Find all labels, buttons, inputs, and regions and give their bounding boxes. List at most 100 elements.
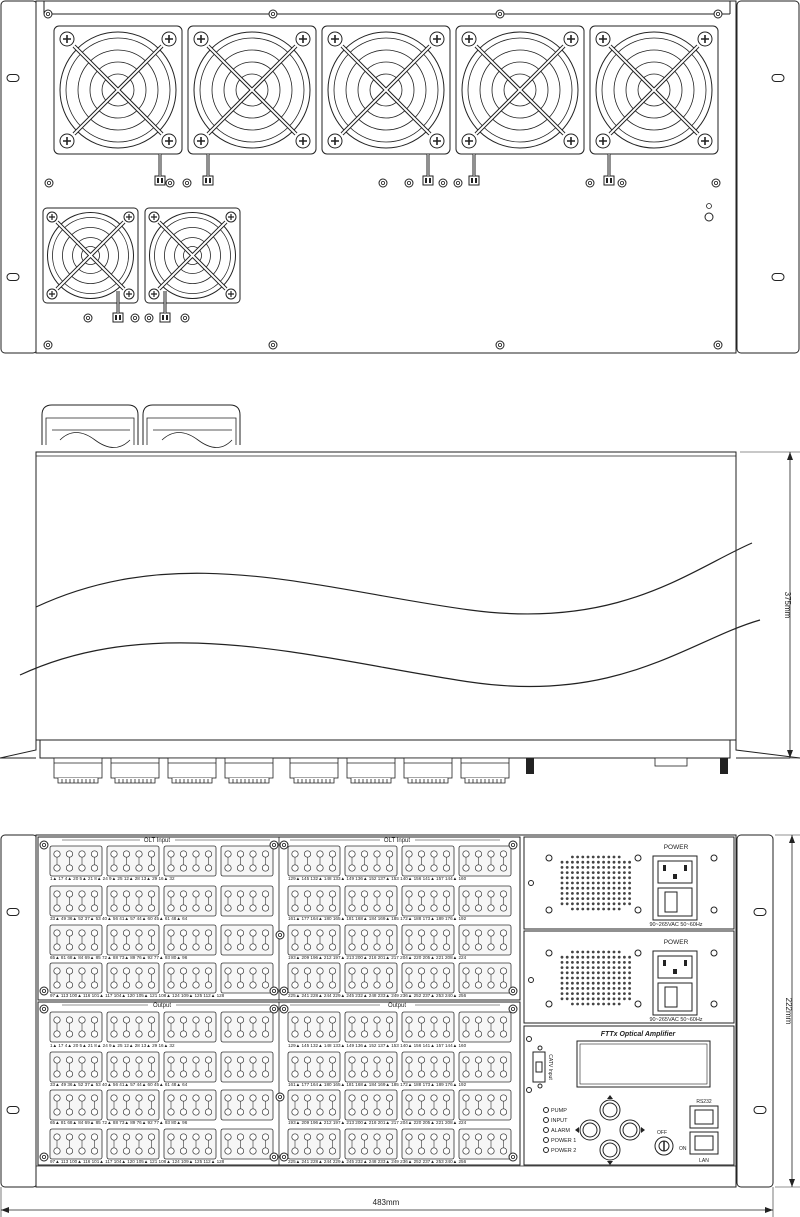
vent-hole bbox=[560, 866, 564, 869]
adapter-group[interactable] bbox=[287, 1051, 341, 1083]
adapter-group[interactable] bbox=[287, 1089, 341, 1121]
vent-hole bbox=[597, 950, 600, 954]
adapter-group[interactable] bbox=[220, 924, 274, 956]
vent-hole bbox=[602, 966, 605, 969]
adapter-group[interactable] bbox=[401, 845, 455, 877]
adapter-group[interactable] bbox=[344, 1051, 398, 1083]
adapter-group[interactable] bbox=[49, 1089, 103, 1121]
vent-hole bbox=[591, 1002, 595, 1006]
adapter-group[interactable] bbox=[344, 962, 398, 994]
adapter-group[interactable] bbox=[458, 1128, 512, 1160]
port-row: 1▲ 17 4▲ 20 5▲ 21 8▲ 24 9▲ 25 12▲ 28 13▲… bbox=[50, 876, 175, 881]
adapter-group[interactable] bbox=[458, 924, 512, 956]
vent-hole bbox=[581, 902, 585, 906]
adapter-group[interactable] bbox=[163, 962, 217, 994]
adapter-group[interactable] bbox=[287, 1011, 341, 1043]
vent-hole bbox=[597, 976, 600, 980]
adapter-group[interactable] bbox=[401, 924, 455, 956]
adapter-group[interactable] bbox=[106, 1051, 160, 1083]
vent-hole bbox=[565, 955, 569, 959]
adapter-group[interactable] bbox=[220, 1011, 274, 1043]
adapter-group[interactable] bbox=[106, 924, 160, 956]
adapter-group[interactable] bbox=[49, 1011, 103, 1043]
adapter-group[interactable] bbox=[220, 1128, 274, 1160]
device-title: FTTx Optical Amplifier bbox=[601, 1031, 677, 1038]
adapter-group[interactable] bbox=[458, 1011, 512, 1043]
adapter-group[interactable] bbox=[401, 1011, 455, 1043]
adapter-group[interactable] bbox=[163, 1128, 217, 1160]
vent-hole bbox=[602, 855, 605, 859]
adapter-group[interactable] bbox=[163, 845, 217, 877]
power-label-2: POWER bbox=[664, 939, 689, 946]
adapter-group[interactable] bbox=[344, 1089, 398, 1121]
vent-hole bbox=[597, 876, 600, 880]
adapter-group[interactable] bbox=[163, 924, 217, 956]
vent-hole bbox=[623, 987, 626, 990]
adapter-group[interactable] bbox=[401, 1089, 455, 1121]
adapter-group[interactable] bbox=[344, 885, 398, 917]
vent-hole bbox=[623, 860, 626, 864]
adapter-group[interactable] bbox=[401, 1051, 455, 1083]
vent-hole bbox=[612, 902, 616, 906]
vent-hole bbox=[628, 955, 631, 959]
adapter-group[interactable] bbox=[287, 962, 341, 994]
adapter-group[interactable] bbox=[106, 1011, 160, 1043]
adapter-group[interactable] bbox=[287, 845, 341, 877]
adapter-group[interactable] bbox=[106, 885, 160, 917]
adapter-group[interactable] bbox=[458, 962, 512, 994]
adapter-group[interactable] bbox=[106, 1128, 160, 1160]
adapter-group[interactable] bbox=[49, 1128, 103, 1160]
adapter-group[interactable] bbox=[163, 1051, 217, 1083]
adapter-group[interactable] bbox=[220, 962, 274, 994]
adapter-group[interactable] bbox=[49, 924, 103, 956]
adapter-group[interactable] bbox=[106, 845, 160, 877]
adapter-group[interactable] bbox=[220, 885, 274, 917]
vent-hole bbox=[565, 971, 569, 975]
vent-hole bbox=[591, 971, 595, 975]
vent-hole bbox=[628, 860, 631, 864]
adapter-group[interactable] bbox=[344, 1128, 398, 1160]
adapter-group[interactable] bbox=[344, 1011, 398, 1043]
vent-hole bbox=[591, 881, 595, 885]
vent-hole bbox=[565, 961, 569, 964]
adapter-group[interactable] bbox=[49, 845, 103, 877]
adapter-group[interactable] bbox=[220, 845, 274, 877]
adapter-group[interactable] bbox=[344, 924, 398, 956]
vent-hole bbox=[586, 871, 590, 874]
adapter-group[interactable] bbox=[163, 1089, 217, 1121]
vent-hole bbox=[612, 976, 616, 980]
vent-hole bbox=[576, 971, 579, 975]
adapter-group[interactable] bbox=[401, 885, 455, 917]
adapter-group[interactable] bbox=[49, 962, 103, 994]
adapter-group[interactable] bbox=[344, 845, 398, 877]
port-row: 65▲ 81 68▲ 84 69▲ 85 72▲ 88 73▲ 89 76▲ 9… bbox=[50, 955, 188, 960]
vent-hole bbox=[586, 966, 590, 969]
adapter-group[interactable] bbox=[287, 924, 341, 956]
adapter-group[interactable] bbox=[287, 885, 341, 917]
vent-hole bbox=[581, 866, 585, 869]
adapter-group[interactable] bbox=[106, 962, 160, 994]
adapter-group[interactable] bbox=[220, 1051, 274, 1083]
vent-hole bbox=[560, 961, 564, 964]
adapter-group[interactable] bbox=[49, 1051, 103, 1083]
adapter-group[interactable] bbox=[401, 962, 455, 994]
vent-hole bbox=[617, 976, 621, 980]
port-row: 225▲ 241 228▲ 244 229▲ 245 232▲ 248 233▲… bbox=[288, 1159, 467, 1164]
vent-hole bbox=[617, 892, 621, 895]
adapter-group[interactable] bbox=[163, 885, 217, 917]
adapter-group[interactable] bbox=[401, 1128, 455, 1160]
adapter-group[interactable] bbox=[458, 1051, 512, 1083]
adapter-group[interactable] bbox=[49, 885, 103, 917]
vent-hole bbox=[571, 997, 574, 1001]
vent-hole bbox=[565, 981, 569, 985]
adapter-group[interactable] bbox=[458, 885, 512, 917]
adapter-group[interactable] bbox=[287, 1128, 341, 1160]
adapter-group[interactable] bbox=[458, 1089, 512, 1121]
vent-hole bbox=[560, 897, 564, 900]
adapter-group[interactable] bbox=[220, 1089, 274, 1121]
adapter-group[interactable] bbox=[106, 1089, 160, 1121]
adapter-group[interactable] bbox=[458, 845, 512, 877]
vent-hole bbox=[576, 950, 579, 954]
key-switch[interactable] bbox=[654, 1136, 674, 1156]
adapter-group[interactable] bbox=[163, 1011, 217, 1043]
